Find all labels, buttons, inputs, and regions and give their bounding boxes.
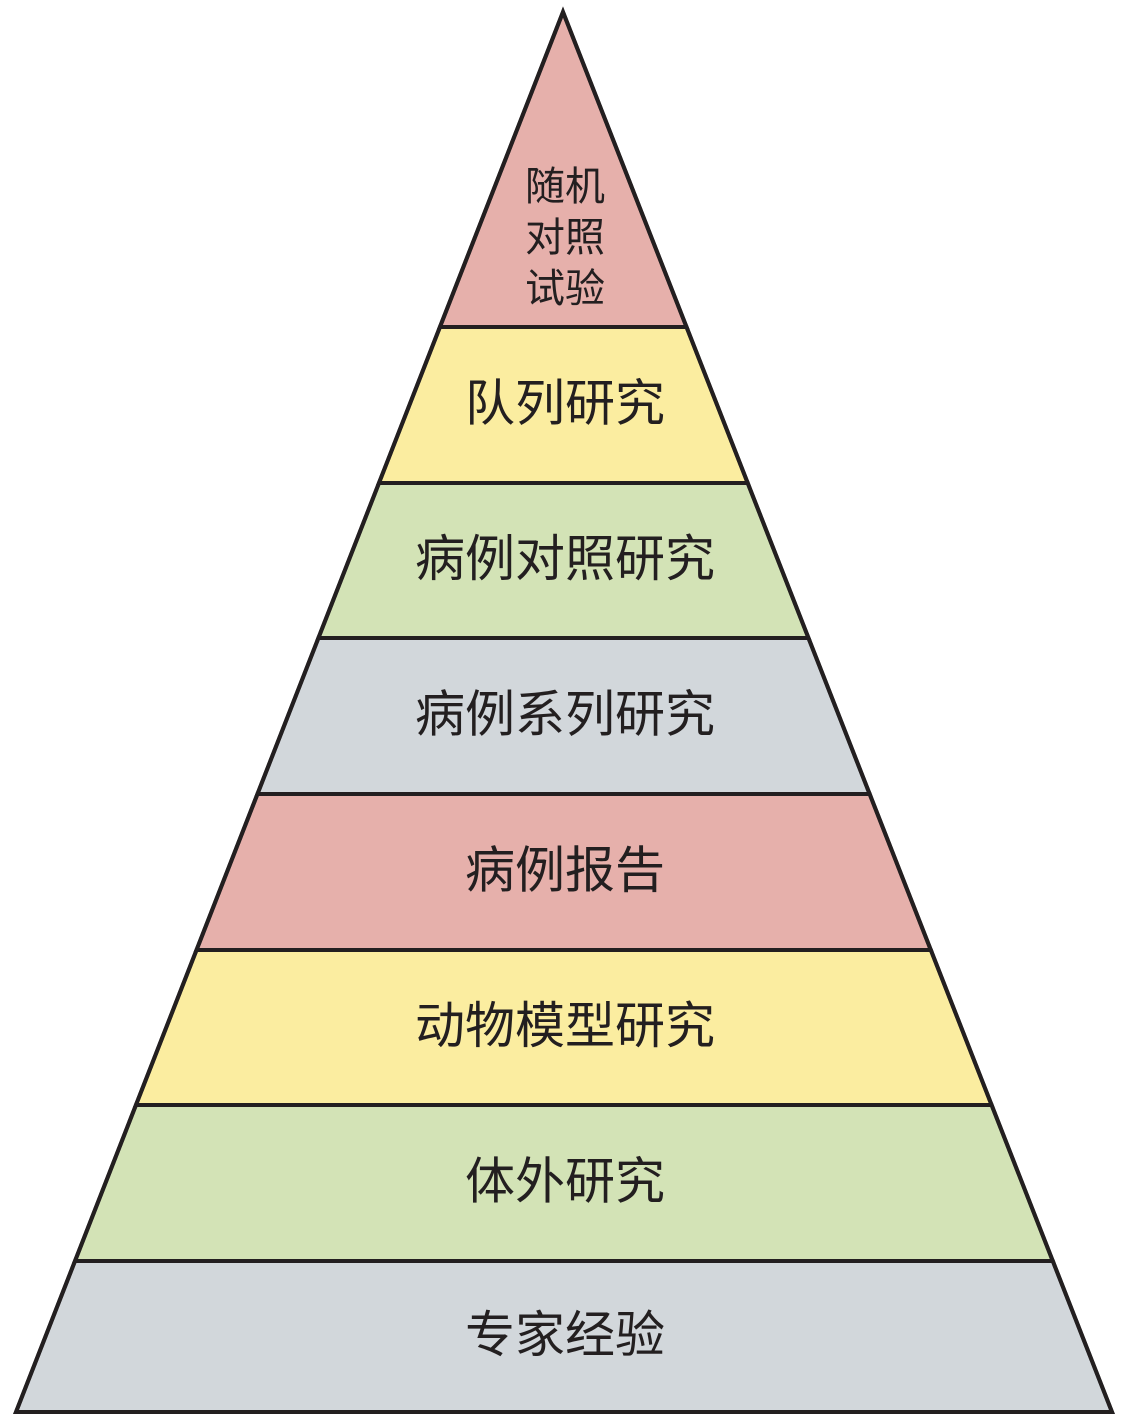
pyramid-outline <box>13 6 1115 1414</box>
pyramid-level-8-label: 专家经验 <box>465 1306 665 1364</box>
pyramid-level-5-label: 病例报告 <box>465 842 665 900</box>
pyramid-level-3-label: 病例对照研究 <box>415 530 715 588</box>
pyramid-level-1-label: 对照 <box>525 215 605 261</box>
pyramid-level-7-label: 体外研究 <box>465 1153 665 1211</box>
pyramid-level-1-label: 试验 <box>525 266 605 312</box>
pyramid-level-6-label: 动物模型研究 <box>415 997 715 1055</box>
pyramid-level-1-label: 随机 <box>525 164 605 210</box>
pyramid-level-4-label: 病例系列研究 <box>415 686 715 744</box>
pyramid-level-2-label: 队列研究 <box>465 375 665 433</box>
